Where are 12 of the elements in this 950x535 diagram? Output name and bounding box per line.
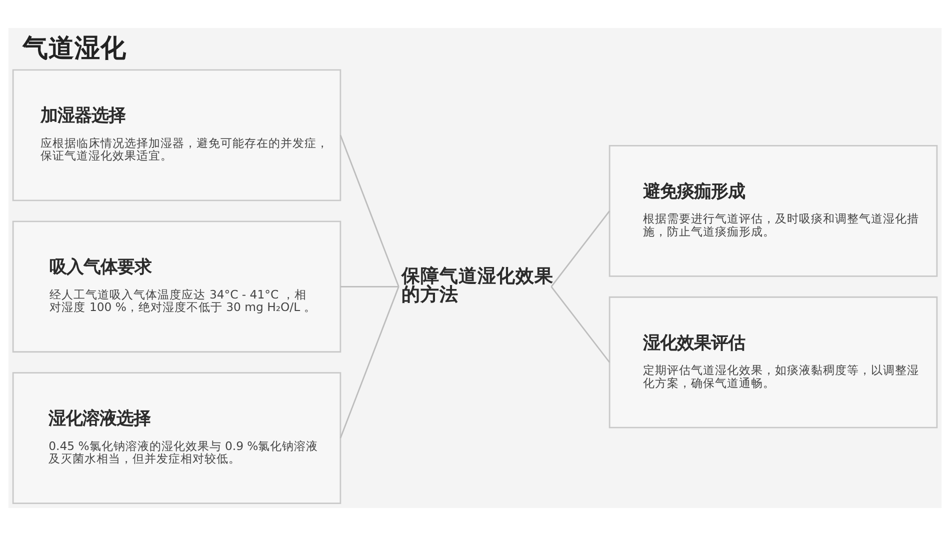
node-box: 湿化溶液选择 0.45 %氯化钠溶液的湿化效果与 0.9 %氯化钠溶液及灭菌水相当，但并发症相对较低。 (12, 372, 342, 504)
diagram-title: 气道湿化 (22, 33, 126, 64)
node-box: 吸入气体要求 经人工气道吸入气体温度应达 34°C - 41°C ，相对湿度 100 %，绝对湿度不低于 30 mg H₂O/L 。 (12, 220, 342, 352)
node-text: 保障气道湿化效果的方法 (402, 265, 554, 305)
node-box: 加湿器选择 应根据临床情况选择加湿器，避免可能存在的并发症，保证气道湿化效果适宜。 (12, 68, 342, 201)
connector (340, 285, 399, 287)
connector (340, 134, 400, 286)
node-box: 避免痰痂形成 根据需要进行气道评估，及时吸痰和调整气道湿化措施，防止气道痰痂形成。 (608, 144, 938, 276)
connector (340, 286, 400, 438)
connector (550, 286, 610, 362)
connector (550, 210, 610, 287)
node-box: 湿化效果评估 定期评估气道湿化效果，如痰液黏稠度等，以调整湿化方案，确保气道通畅。 (608, 296, 938, 428)
